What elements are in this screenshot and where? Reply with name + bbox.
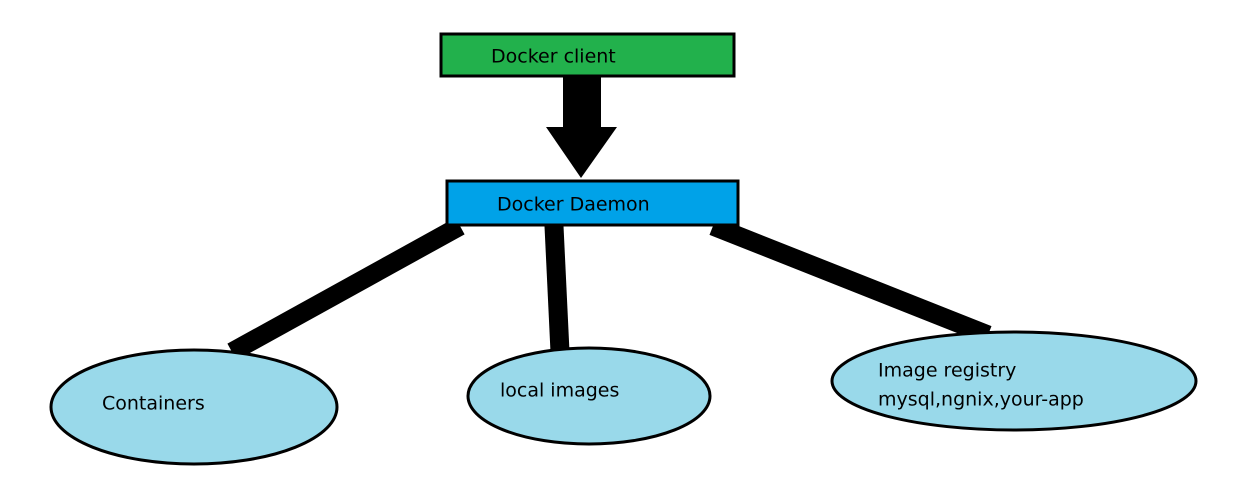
docker-client-box (439, 32, 736, 78)
local-images-ellipse (466, 346, 712, 446)
image-registry-label: Image registry (878, 360, 1016, 382)
docker-daemon-box (445, 179, 740, 227)
image-registry-examples: mysql,ngnix,your-app (878, 389, 1084, 411)
docker-daemon-node: Docker Daemon (445, 179, 740, 227)
arrow-client-to-daemon (546, 77, 617, 178)
local-images-node: local images (466, 346, 712, 446)
local-images-label: local images (500, 380, 619, 402)
docker-client-node: Docker client (439, 32, 736, 78)
containers-label: Containers (102, 393, 205, 415)
containers-ellipse (49, 348, 339, 466)
image-registry-ellipse (830, 330, 1198, 432)
connector-daemon-registry (709, 217, 992, 344)
connector-daemon-containers (227, 217, 465, 361)
containers-node: Containers (49, 348, 339, 466)
arrow-shaft (563, 77, 601, 127)
docker-client-label: Docker client (491, 46, 616, 68)
docker-daemon-label: Docker Daemon (497, 194, 650, 216)
connector-daemon-local-images (544, 225, 570, 353)
image-registry-node: Image registry mysql,ngnix,your-app (830, 330, 1198, 432)
arrow-head (546, 127, 617, 178)
